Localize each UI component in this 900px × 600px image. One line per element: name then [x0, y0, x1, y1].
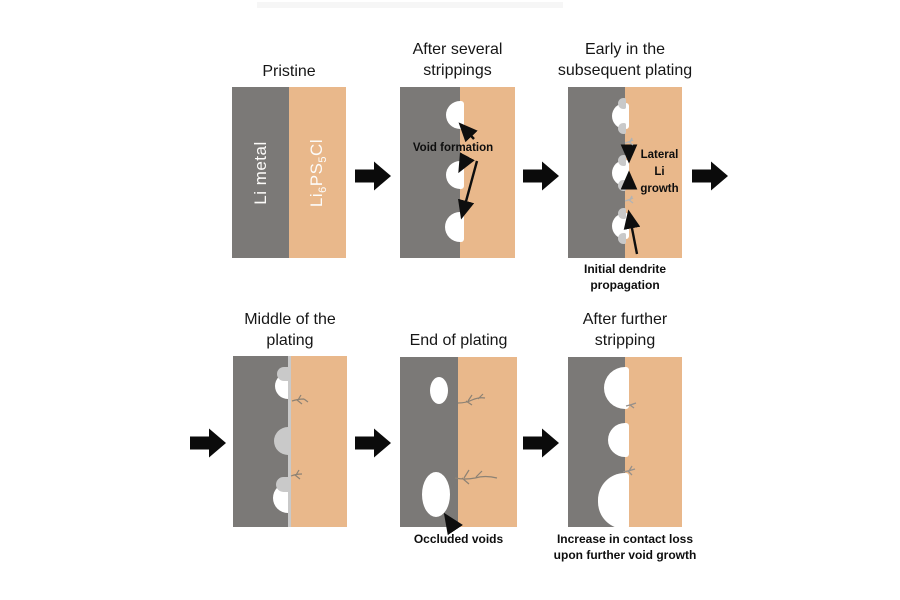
flow-arrow-icon: [355, 161, 391, 191]
void-formation-label: Void formation: [412, 142, 494, 154]
plated-li-layer: [288, 356, 291, 527]
flow-arrow-icon: [523, 428, 559, 458]
occluded-void: [422, 472, 450, 517]
title-early-plating: Early in the subsequent plating: [557, 41, 693, 79]
top-crop-band: [257, 2, 563, 8]
interface-void: [445, 212, 464, 242]
flow-arrow-icon: [190, 428, 226, 458]
flow-arrow-icon: [355, 428, 391, 458]
panel-end-plating: [400, 357, 517, 527]
occluded-voids-caption: Occluded voids: [413, 532, 504, 546]
li-deposit: [618, 208, 626, 219]
initial-dendrite-caption: Initial dendrite propagation: [583, 262, 666, 292]
interface-void: [598, 473, 629, 527]
lateral-li-growth-label: Lateral Li growth: [640, 149, 679, 195]
li-deposit: [274, 427, 288, 455]
panel-middle-plating: [233, 356, 347, 527]
li-deposit: [618, 233, 626, 244]
panel-after-further-stripping: [568, 357, 682, 527]
electrolyte-layer: [458, 357, 517, 527]
li-deposit: [277, 367, 288, 381]
panel-after-strippings: [400, 87, 515, 258]
li-deposit: [618, 123, 626, 134]
li-deposit: [618, 180, 626, 191]
occluded-void: [430, 377, 448, 404]
electrolyte-label: Li6PS5Cl: [306, 138, 329, 207]
li-deposit: [618, 98, 626, 109]
electrolyte-layer: [291, 356, 347, 527]
panel-early-plating: [568, 87, 682, 258]
contact-loss-caption: Increase in contact loss upon further vo…: [553, 532, 697, 562]
li-metal-label: Li metal: [250, 140, 270, 205]
li-deposit: [276, 477, 288, 492]
title-end-plating: End of plating: [409, 332, 508, 349]
interface-void: [608, 423, 629, 457]
interface-void: [446, 101, 464, 129]
title-after-strippings: After several strippings: [412, 41, 503, 79]
title-pristine: Pristine: [262, 63, 316, 80]
flow-arrow-icon: [692, 161, 728, 191]
title-middle-plating: Middle of the plating: [244, 311, 336, 349]
electrolyte-layer: [625, 357, 682, 527]
electrolyte-layer: [460, 87, 515, 258]
li-metal-layer: Li metal: [232, 87, 289, 258]
li-deposit: [618, 155, 626, 166]
title-after-further-stripping: After further stripping: [582, 311, 668, 349]
interface-void: [612, 103, 629, 129]
panel-pristine: Li metal Li6PS5Cl: [232, 87, 346, 258]
electrolyte-layer: Li6PS5Cl: [289, 87, 346, 258]
flow-arrow-icon: [523, 161, 559, 191]
